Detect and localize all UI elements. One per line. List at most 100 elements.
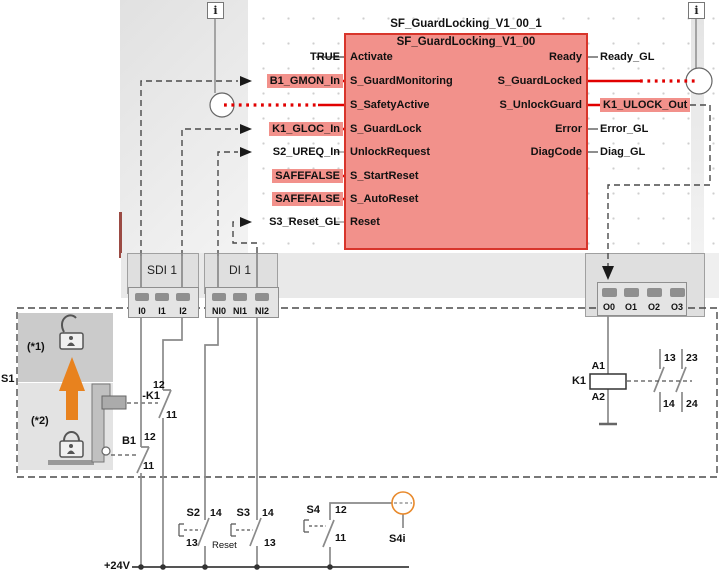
fb-type-name: SF_GuardLocking_V1_00 (396, 36, 536, 48)
fb-pin-guardmonitoring: S_GuardMonitoring (350, 75, 453, 87)
s4-11: 11 (335, 532, 347, 544)
terminal-label-i1: I1 (158, 306, 166, 316)
fb-pin-ready: Ready (548, 51, 582, 63)
padlock-person-head (69, 336, 73, 340)
terminal-pad (233, 293, 247, 301)
module-label-di: DI 1 (228, 263, 251, 277)
s3-reset-caption: Reset (212, 540, 237, 551)
rail-24v-label: +24V (104, 560, 130, 572)
fb-pin-startreset: S_StartReset (350, 170, 419, 182)
src-safefalse-2: SAFEFALSE (272, 192, 343, 206)
s2-13: 13 (186, 537, 198, 549)
arrow-s3-reset (240, 217, 252, 227)
open-padlock-shackle-icon (61, 314, 77, 333)
fb-pin-autoreset: S_AutoReset (350, 193, 419, 205)
src-s3-reset-gl: S3_Reset_GL (269, 216, 340, 228)
k1-contact (158, 389, 172, 567)
rail-junctions (138, 564, 333, 570)
terminal-pad (176, 293, 190, 301)
note2-label: (*2) (31, 415, 49, 427)
connector-circle-left (209, 92, 235, 118)
door-base (48, 460, 94, 465)
connector-circle-right (685, 67, 713, 95)
info-icon[interactable]: i (207, 2, 224, 19)
route-k1-gloc (181, 128, 238, 256)
s2-label: S2 (186, 507, 200, 519)
fb-pin-unlockrequest: UnlockRequest (350, 146, 431, 158)
s3-14: 14 (262, 507, 274, 519)
dst-k1-ulock-out: K1_ULOCK_Out (600, 98, 691, 112)
s4-12: 12 (335, 504, 347, 516)
fb-pin-guardlock: S_GuardLock (350, 123, 422, 135)
fb-pin-unlockguard: S_UnlockGuard (499, 99, 582, 111)
k1-coil-label: K1 (571, 375, 586, 387)
hardware-enclosure-dashed-box (16, 307, 718, 478)
dst-error-gl: Error_GL (600, 123, 649, 135)
k1-aux-23: 23 (686, 352, 698, 364)
terminal-pad (155, 293, 169, 301)
b1-label: B1 (121, 435, 136, 447)
arrow-k1-gloc (240, 124, 252, 134)
s4-contact (322, 502, 392, 567)
k1-aux-13: 13 (664, 352, 676, 364)
terminal-label-ni1: NI1 (232, 306, 247, 316)
closed-padlock-shackle-icon (63, 431, 80, 442)
module-rail-end (703, 253, 719, 298)
b1-11: 11 (143, 460, 155, 472)
padlock-person-body2 (67, 450, 75, 454)
k1-aux-24: 24 (686, 398, 698, 410)
fb-pin-diagcode: DiagCode (530, 146, 582, 158)
open-padlock-icon (59, 332, 84, 350)
dst-ready-gl: Ready_GL (600, 51, 655, 63)
open-direction-arrow (59, 357, 85, 420)
note1-label: (*1) (27, 341, 45, 353)
s4-label: S4 (306, 504, 320, 516)
info-icon[interactable]: i (688, 2, 705, 19)
terminal-label-o0: O0 (602, 302, 615, 312)
fb-pin-reset: Reset (350, 216, 380, 228)
k1-a2: A2 (591, 391, 605, 403)
panel-edge-mark (119, 212, 122, 258)
terminal-pad (624, 288, 639, 297)
s1-label: S1 (1, 373, 15, 385)
k1-coil (589, 373, 627, 390)
b1-contact (136, 446, 150, 567)
terminal-pad (135, 293, 149, 301)
k1-aux-contact-1 (653, 349, 665, 412)
src-safefalse-1: SAFEFALSE (272, 169, 343, 183)
k1-aux-14: 14 (663, 398, 675, 410)
padlock-person-body (67, 342, 75, 346)
lock-actuator-tab (101, 395, 127, 410)
terminal-pad (670, 288, 685, 297)
terminal-pad (647, 288, 662, 297)
s4i-sensor-circle (391, 491, 415, 515)
arrow-b1-gmon (240, 76, 252, 86)
k1-contact-12: 12 (153, 379, 165, 391)
terminal-pad (255, 293, 269, 301)
fb-instance-name: SF_GuardLocking_V1_00_1 (390, 18, 542, 30)
s3-13: 13 (264, 537, 276, 549)
terminal-label-ni2: NI2 (254, 306, 269, 316)
route-b1-gmon (140, 80, 238, 256)
pushbutton-actuators (178, 519, 326, 537)
terminal-label-o1: O1 (624, 302, 637, 312)
terminal-pad (212, 293, 226, 301)
terminal-strip-out: O0 O1 O2 O3 (597, 282, 687, 316)
terminal-label-i2: I2 (179, 306, 187, 316)
b1-12: 12 (144, 431, 156, 443)
fb-pin-error: Error (555, 123, 582, 135)
src-b1-gmon-in: B1_GMON_In (266, 74, 343, 88)
terminal-label-ni0: NI0 (211, 306, 226, 316)
k1-a1: A1 (591, 360, 605, 372)
terminal-label-o2: O2 (647, 302, 660, 312)
route-k1-ulock (607, 104, 711, 266)
terminal-strip-di: NI0 NI1 NI2 (205, 287, 279, 318)
function-block (344, 33, 588, 250)
closed-padlock-icon (59, 440, 84, 458)
arrow-s2-ureq (240, 147, 252, 157)
dst-diag-gl: Diag_GL (600, 146, 646, 158)
s4i-label: S4i (389, 533, 406, 545)
src-true: TRUE (310, 51, 340, 63)
